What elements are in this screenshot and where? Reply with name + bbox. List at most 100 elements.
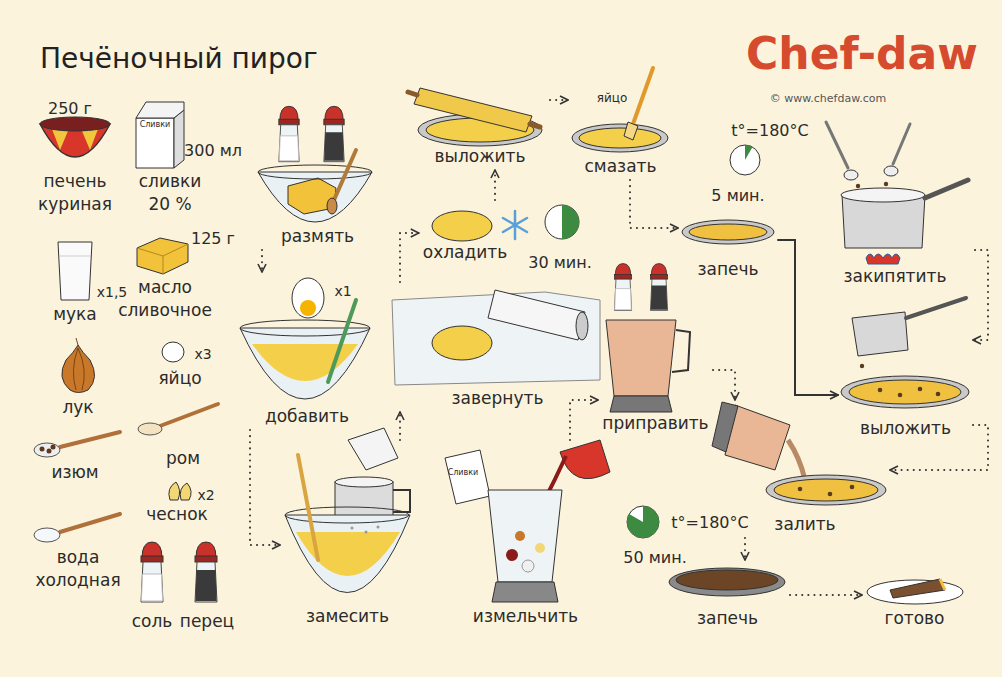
recipe-step: измельчить bbox=[438, 440, 613, 630]
timer bbox=[627, 506, 659, 538]
pepper-shaker bbox=[650, 264, 667, 311]
flame bbox=[866, 254, 900, 264]
raisin bbox=[878, 388, 883, 393]
raisin bbox=[856, 184, 860, 188]
onion-lines bbox=[73, 338, 84, 390]
step-label: завернуть bbox=[452, 389, 544, 408]
saucepan-handle bbox=[925, 180, 968, 198]
time-label: 30 мин. bbox=[525, 252, 595, 274]
spoon-handle bbox=[60, 514, 120, 532]
saucepan bbox=[852, 312, 908, 356]
batter bbox=[252, 344, 358, 381]
salt-shaker bbox=[614, 264, 631, 311]
chunk bbox=[506, 549, 518, 561]
recipe-step: замесить bbox=[280, 440, 415, 630]
salt-shaker bbox=[141, 542, 163, 602]
spoon bbox=[826, 122, 848, 168]
step-label: замесить bbox=[306, 607, 389, 626]
butter bbox=[137, 238, 188, 274]
raisin bbox=[51, 445, 56, 450]
temperature-label: t°=180°C bbox=[662, 512, 758, 534]
garlic bbox=[169, 482, 180, 500]
bowl-rim bbox=[285, 507, 409, 523]
pie-pan bbox=[841, 376, 969, 408]
recipe-step: приправить bbox=[598, 262, 713, 437]
butter bbox=[288, 178, 336, 214]
brush-bristles bbox=[624, 122, 638, 140]
time-label: 50 мин. bbox=[620, 547, 690, 569]
step-label: измельчить bbox=[473, 607, 578, 626]
title: Печёночный пирог bbox=[40, 42, 318, 75]
spoon-bowl bbox=[138, 423, 162, 435]
step-label: залить bbox=[774, 515, 835, 534]
glass-bowl bbox=[285, 515, 410, 593]
weight-label: 250 г bbox=[35, 98, 105, 120]
raisin bbox=[918, 387, 923, 392]
spoon-bowl bbox=[844, 170, 858, 180]
step-label: добавить bbox=[265, 407, 349, 426]
flow-arrow bbox=[778, 240, 838, 395]
recipe-step: запечь bbox=[678, 205, 778, 283]
step-label: смазать bbox=[585, 157, 657, 176]
onion bbox=[62, 345, 95, 393]
recipe-step: закипятить bbox=[815, 115, 975, 290]
butter-edge bbox=[137, 244, 188, 274]
glass-bowl bbox=[240, 328, 370, 399]
flow-arrow bbox=[744, 538, 746, 560]
flow-arrow bbox=[630, 180, 678, 228]
garlic bbox=[180, 483, 191, 500]
ingredient-name: мука bbox=[45, 303, 105, 326]
ingredient-name: масло сливочное bbox=[113, 276, 217, 322]
pie-slice bbox=[890, 579, 945, 598]
pastry-brush bbox=[633, 68, 653, 124]
blender-base bbox=[492, 582, 558, 602]
dough bbox=[432, 211, 492, 241]
spoon bbox=[893, 124, 910, 164]
quantity-label: x3 bbox=[190, 345, 216, 364]
pie-pan bbox=[669, 568, 785, 596]
temperature-label: t°=180°C bbox=[720, 120, 820, 142]
cream-carton bbox=[136, 118, 174, 168]
weight-label: 125 г bbox=[188, 228, 238, 250]
flow-arrow bbox=[250, 430, 280, 545]
recipe-step: запечь bbox=[665, 560, 790, 632]
flow-arrow bbox=[400, 233, 419, 282]
flour-glass bbox=[58, 242, 92, 300]
recipe-step: завернуть bbox=[390, 282, 605, 412]
step-label: запечь bbox=[697, 609, 758, 628]
recipe-step: выложить bbox=[410, 78, 550, 170]
jar-handle bbox=[672, 330, 690, 372]
glass-line bbox=[60, 256, 90, 257]
spoon bbox=[328, 300, 356, 382]
time-label: 5 мин. bbox=[708, 185, 768, 207]
raisin bbox=[884, 182, 888, 186]
snowflake bbox=[503, 211, 527, 239]
cream-carton bbox=[445, 450, 490, 504]
bowl-rim bbox=[240, 320, 370, 336]
saucepan-rim bbox=[841, 188, 925, 202]
step-label: приправить bbox=[602, 414, 708, 433]
slice-crust bbox=[940, 579, 945, 590]
raisin bbox=[850, 485, 855, 490]
chunk bbox=[535, 543, 545, 553]
raisin bbox=[860, 364, 864, 368]
flour-speck bbox=[377, 526, 380, 529]
ingredient-name: печень куриная bbox=[30, 170, 120, 216]
recipe-step: выложить bbox=[838, 300, 973, 442]
cracked-egg bbox=[292, 278, 324, 318]
volume-label: 300 мл bbox=[178, 140, 248, 162]
note-label: яйцо bbox=[592, 90, 632, 106]
salt-shaker bbox=[279, 106, 299, 161]
crust bbox=[849, 380, 961, 404]
carton-brand: Сливки bbox=[136, 120, 174, 131]
flow-arrow bbox=[713, 370, 735, 400]
carton-side bbox=[174, 110, 184, 168]
pin-handle bbox=[530, 124, 540, 127]
carton-brand: Сливки bbox=[445, 468, 481, 479]
dough bbox=[296, 532, 400, 576]
blender-jar bbox=[488, 490, 562, 582]
quantity-label: x1,5 bbox=[92, 283, 132, 302]
step-label: готово bbox=[884, 609, 944, 628]
blender-base bbox=[610, 396, 672, 412]
